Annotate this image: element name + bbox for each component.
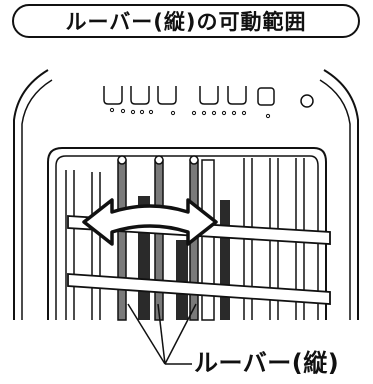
device-right-outline xyxy=(323,69,359,320)
louver-2 xyxy=(154,159,164,321)
control-button-2 xyxy=(130,86,150,105)
control-buttons xyxy=(103,86,314,108)
louver-callout-label: ルーバー(縦) xyxy=(194,349,340,377)
title-banner: ルーバー(縦)の可動範囲 xyxy=(12,4,360,38)
device-left-inner-outline xyxy=(21,79,53,320)
lower-rail xyxy=(67,273,331,305)
control-button-5 xyxy=(227,86,247,105)
power-button-icon xyxy=(300,94,314,108)
callout-leader-lines xyxy=(127,303,197,365)
control-button-1 xyxy=(103,86,123,105)
louver-1 xyxy=(117,159,127,321)
control-button-4 xyxy=(199,86,219,105)
grille-frame xyxy=(47,147,327,320)
control-button-6 xyxy=(257,87,275,106)
control-button-3 xyxy=(157,86,177,105)
double-headed-arrow-icon xyxy=(82,198,218,246)
grille-frame-inner xyxy=(55,155,319,320)
device-right-inner-outline xyxy=(319,79,351,320)
page-title: ルーバー(縦)の可動範囲 xyxy=(65,10,307,34)
device-left-outline xyxy=(13,69,49,320)
louver-4 xyxy=(201,159,215,321)
indicator-dots xyxy=(109,107,271,119)
